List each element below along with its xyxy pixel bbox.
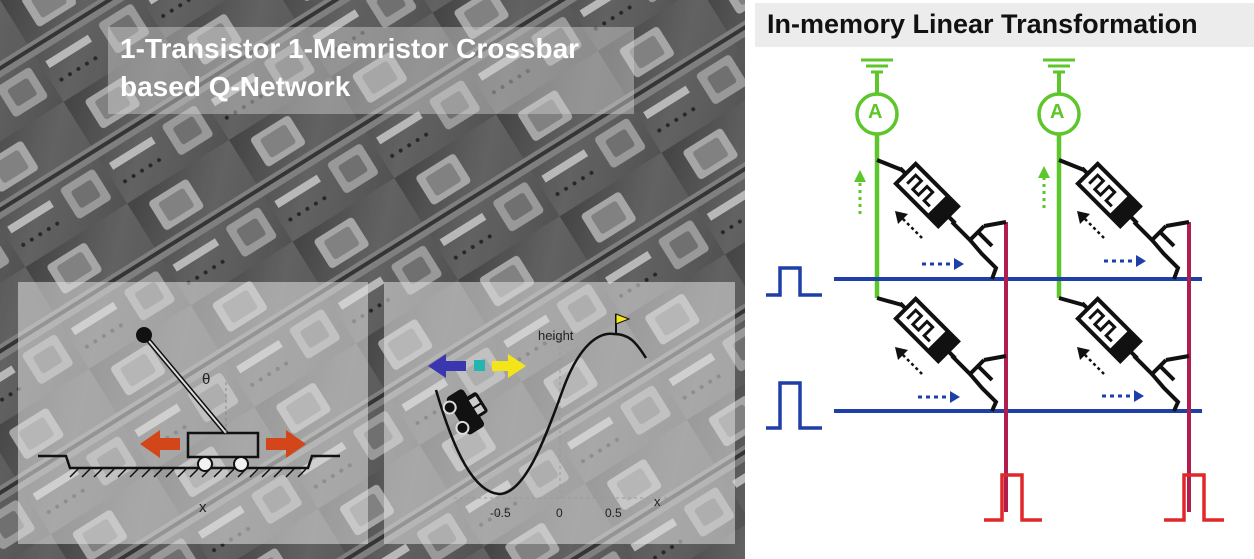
push-right-arrow-icon <box>492 354 526 378</box>
cell-2-2 <box>1058 293 1190 412</box>
angle-label: θ <box>202 371 211 388</box>
ground-hatch <box>69 468 307 478</box>
mountain-curve <box>434 332 648 496</box>
height-label: height <box>538 328 574 343</box>
current-arrow-icon <box>858 176 1046 214</box>
memristor-current-arrows <box>899 215 1105 375</box>
pulse-icon <box>766 381 822 430</box>
title-line-2: based Q-Network <box>120 71 351 102</box>
mountain-x-label: x <box>654 494 661 509</box>
car-icon <box>442 389 488 435</box>
flag-icon <box>615 313 631 334</box>
transistor-icon <box>950 220 1007 280</box>
left-arrow-icon <box>140 430 180 458</box>
right-arrow-icon <box>266 430 306 458</box>
ammeter-label-2: A <box>1050 101 1065 123</box>
title-box: 1-Transistor 1-Memristor Crossbar based … <box>108 27 634 114</box>
cell-2-1 <box>876 293 1007 412</box>
pole-mass <box>136 327 152 343</box>
ammeter-label-1: A <box>868 101 883 123</box>
cartpole-panel: θ x <box>18 282 368 544</box>
tick-half: 0.5 <box>605 506 622 520</box>
pulse-icon <box>1164 473 1224 522</box>
cell-1-2 <box>1058 158 1190 280</box>
cell-1-1 <box>876 158 1007 280</box>
wordline-current-arrows <box>918 259 1136 399</box>
circuit-panel: In-memory Linear Transformation <box>752 0 1254 559</box>
pulse-icon <box>984 473 1042 522</box>
mountain-car-panel: height -0.5 0 0.5 x <box>384 282 735 544</box>
push-left-arrow-icon <box>428 354 466 378</box>
transistor-icon <box>950 354 1007 412</box>
cart-icon <box>186 431 260 472</box>
no-push-icon <box>474 360 485 371</box>
tick-neg-half: -0.5 <box>490 506 511 520</box>
circuit-title-bar: In-memory Linear Transformation <box>755 3 1254 47</box>
sem-image-panel: 1-Transistor 1-Memristor Crossbar based … <box>0 0 745 559</box>
transistor-icon <box>1132 354 1190 412</box>
mountain-car-illustration <box>428 313 674 499</box>
title-line-1: 1-Transistor 1-Memristor Crossbar <box>120 33 580 64</box>
transistor-icon <box>1132 220 1190 280</box>
circuit-title: In-memory Linear Transformation <box>767 9 1198 39</box>
cartpole-illustration <box>38 327 340 478</box>
pulse-icon <box>766 266 822 297</box>
cartpole-x-label: x <box>199 499 207 516</box>
tick-zero: 0 <box>556 506 563 520</box>
crossbar-circuit <box>766 58 1224 522</box>
